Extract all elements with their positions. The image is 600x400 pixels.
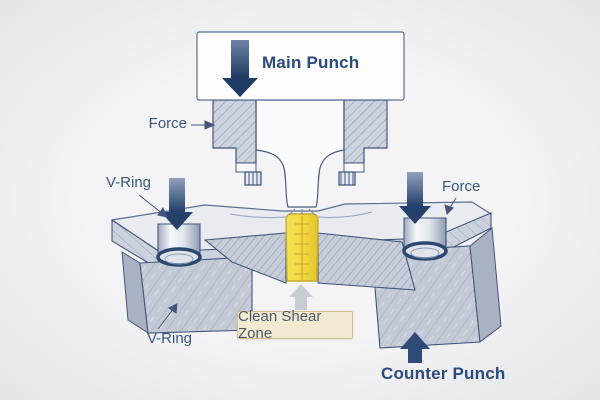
v-ring-pin-right (402, 217, 448, 261)
shear-zone-arrow-up-icon (289, 284, 313, 310)
clean-shear-zone-callout: Clean Shear Zone (237, 308, 353, 342)
punch-stem (255, 99, 345, 208)
v-ring-top-label: V-Ring (106, 174, 152, 191)
leader-lines (138, 120, 457, 330)
main-punch-label: Main Punch (262, 53, 360, 72)
v-ring-top-leader (138, 194, 168, 218)
v-ring-bottom-label: V-Ring (147, 330, 193, 347)
v-ring-bottom-leader (157, 303, 178, 330)
die-right-side-face (469, 227, 502, 343)
punch-bushing-right (338, 171, 356, 186)
counter-punch-arrow-up-icon (400, 332, 430, 363)
punch-assembly (212, 99, 388, 216)
sheet-cross-section (203, 232, 416, 291)
force-left-leader (191, 120, 216, 130)
main-punch-arrow-down-icon (222, 40, 258, 97)
shear-zone-ticks (295, 223, 309, 275)
left-force-arrow-down-icon (161, 178, 193, 230)
clean-shear-zone-strip (285, 213, 319, 282)
punch-step-left (235, 162, 257, 173)
punch-holder-left (212, 99, 257, 164)
die-block-left (121, 251, 253, 334)
v-ring-pin-left (156, 223, 202, 267)
right-force-arrow-down-icon (399, 172, 431, 224)
sheet-wedge-right (317, 232, 416, 291)
force-left-label: Force (148, 115, 187, 132)
punch-holder-right (343, 99, 388, 164)
force-right-leader (444, 197, 457, 215)
v-ring-groove-left (156, 247, 202, 267)
counter-punch-label: Counter Punch (381, 364, 506, 383)
plate-surface-dip-line (229, 211, 373, 219)
punch-step-right (343, 162, 365, 173)
v-ring-groove-right (402, 241, 448, 261)
force-right-label: Force (442, 178, 481, 195)
punch-bushing-left (244, 171, 262, 186)
main-punch-box (196, 31, 405, 101)
punch-contact-lines (288, 208, 316, 216)
sheet-wedge-left (203, 232, 287, 284)
die-left-front-face (139, 256, 253, 334)
clean-shear-zone-label: Clean Shear Zone (238, 308, 322, 342)
